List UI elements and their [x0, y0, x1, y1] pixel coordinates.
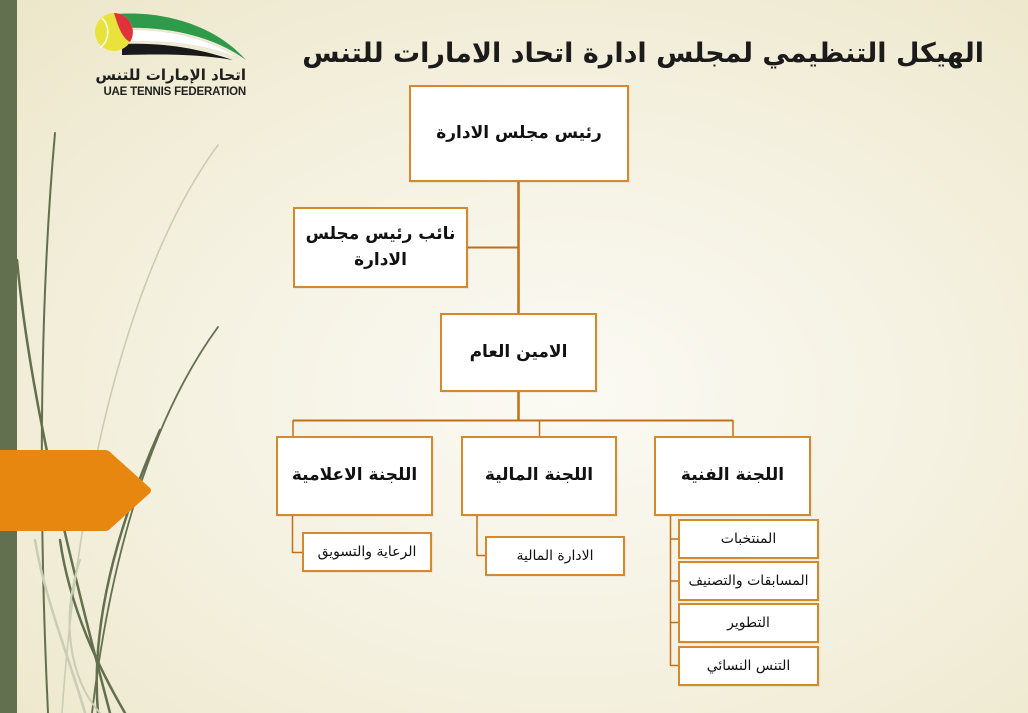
committee-media-box: اللجنة الاعلامية [276, 436, 433, 516]
logo-arabic-text: اتحاد الإمارات للتنس [95, 66, 246, 84]
vice-chairman-box: نائب رئيس مجلس الادارة [293, 207, 468, 288]
unit-sponsorship-marketing-box: الرعاية والتسويق [302, 532, 432, 572]
unit-competitions-ranking-box: المسابقات والتصنيف [678, 561, 819, 601]
uae-tennis-federation-logo [88, 8, 250, 103]
committee-technical-box: اللجنة الفنية [654, 436, 811, 516]
unit-womens-tennis-box: التنس النسائي [678, 646, 819, 686]
tennis-ball-flag-icon [95, 13, 246, 61]
committee-finance-box: اللجنة المالية [461, 436, 617, 516]
sidebar-accent-bar [0, 0, 17, 713]
unit-financial-management-box: الادارة المالية [485, 536, 625, 576]
logo-english-text: UAE TENNIS FEDERATION [103, 86, 246, 98]
unit-development-box: التطوير [678, 603, 819, 643]
unit-national-teams-box: المنتخبات [678, 519, 819, 559]
chairman-box: رئيس مجلس الادارة [409, 85, 629, 182]
page-title: الهيكل التنظيمي لمجلس ادارة اتحاد الامار… [302, 38, 984, 69]
orange-arrow-tab [0, 450, 151, 531]
secretary-general-box: الامين العام [440, 313, 597, 392]
